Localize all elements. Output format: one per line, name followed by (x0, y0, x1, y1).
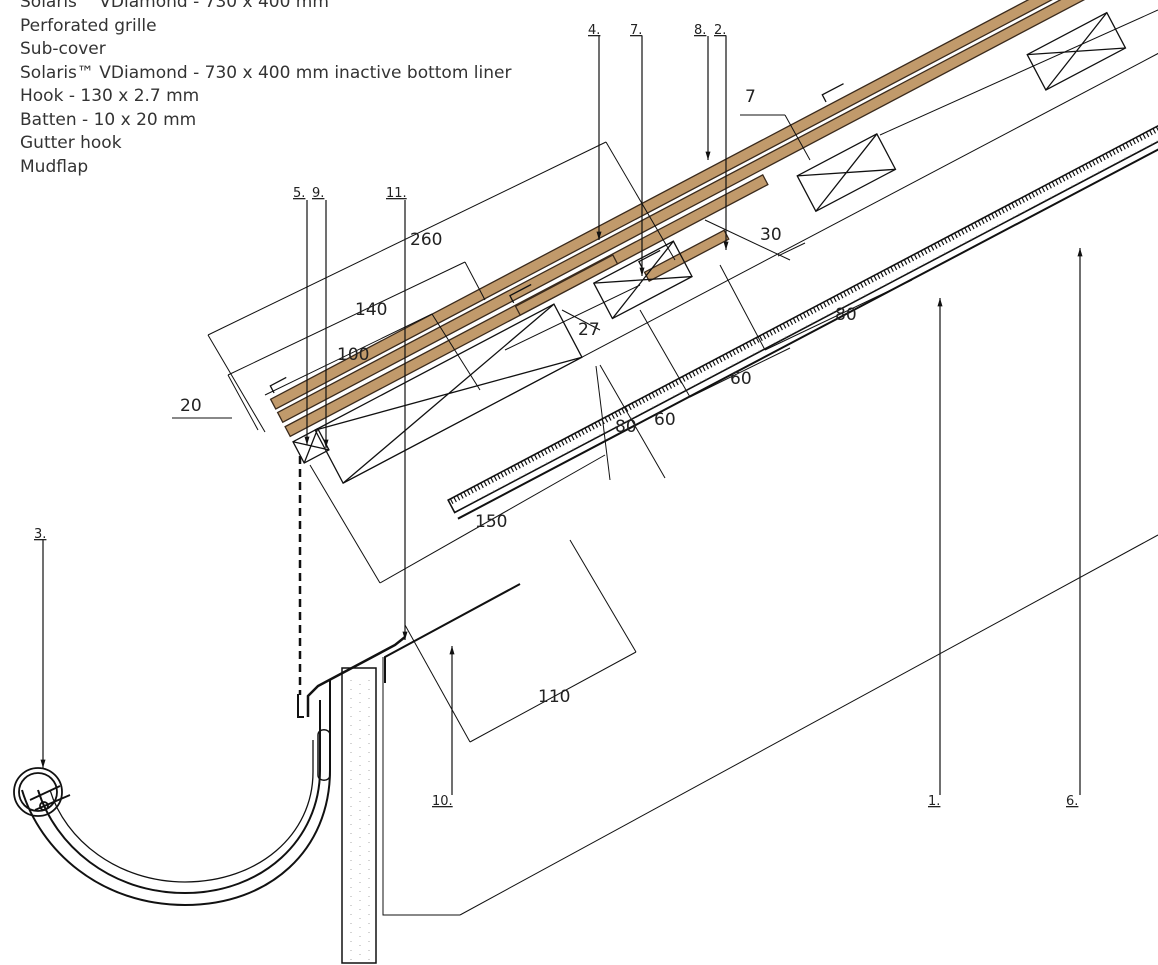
callout-1: 1. (928, 794, 940, 809)
guide-line (879, 9, 1158, 136)
dimension-20: 20 (180, 396, 202, 416)
dimension-60-upper: 60 (730, 369, 752, 389)
legend-item: Solaris™ VDiamond - 730 x 400 mm (20, 0, 329, 12)
callout-6: 6. (1066, 794, 1078, 809)
dimension-110: 110 (538, 687, 570, 707)
dimension-80-upper: 80 (835, 305, 857, 325)
dim-line-140 (227, 261, 466, 376)
legend: Solaris™ VDiamond - 730 x 400 mm Perfora… (20, 0, 511, 179)
dimension-100: 100 (337, 345, 369, 365)
legend-item: Solaris™ VDiamond - 730 x 400 mm inactiv… (20, 62, 512, 83)
legend-item: Mudflap (20, 156, 89, 177)
dim-line-80-60 (599, 364, 666, 479)
callout-4: 4. (588, 23, 600, 38)
gutter-inner (49, 740, 314, 883)
dimension-260: 260 (410, 230, 442, 250)
roof-tile-top (269, 0, 1158, 410)
gutter-body (37, 700, 321, 895)
tile-clip (269, 376, 287, 394)
dimension-140: 140 (355, 300, 387, 320)
sub-cover-dots (471, 96, 1158, 503)
dimension-27: 27 (578, 320, 600, 340)
dimension-7: 7 (745, 87, 756, 107)
batten-2 (592, 240, 693, 320)
gutter-hook (21, 680, 331, 907)
rafter-end (384, 583, 521, 683)
drip-edge (306, 636, 406, 717)
dim-line-80-upper (764, 279, 913, 351)
callout-3: 3. (34, 527, 46, 542)
gutter-clip (317, 729, 331, 781)
sub-cover-line (457, 102, 1158, 520)
legend-item: Sub-cover (20, 39, 106, 59)
dim-line-27 (561, 309, 601, 331)
legend-item: Gutter hook (20, 133, 122, 153)
rafter-bottom-line (459, 534, 1158, 916)
batten-4 (1026, 11, 1127, 91)
dimension-80-lower: 80 (615, 417, 637, 437)
dimension-60-middle: 60 (654, 410, 676, 430)
callout-7: 7. (630, 23, 642, 38)
dimension-30: 30 (760, 225, 782, 245)
guide-line (504, 284, 641, 351)
callout-10: 10. (432, 794, 453, 809)
callout-11: 11. (386, 186, 407, 201)
legend-item: Hook - 130 x 2.7 mm (20, 86, 200, 106)
batten-3 (796, 133, 897, 213)
legend-item: Batten - 10 x 20 mm (20, 109, 197, 130)
sub-cover-band (447, 79, 1158, 514)
roof-tile-stagger-1 (514, 254, 619, 317)
legend-item: Perforated grille (20, 15, 157, 36)
callout-5: 5. (293, 186, 305, 201)
batten-eave (292, 427, 330, 464)
dim-line-100 (264, 313, 433, 396)
tile-clip (821, 83, 844, 103)
gutter-bead (13, 767, 71, 817)
rafter-top-line (342, 27, 1158, 484)
dim-line-30 (704, 219, 791, 261)
fascia-board (341, 667, 377, 964)
dimension-150: 150 (475, 512, 507, 532)
tile-clip (509, 283, 532, 304)
drip-edge-tab (297, 694, 304, 718)
dim-line-150 (379, 454, 606, 584)
dim-line-260 (207, 141, 607, 336)
callout-9: 9. (312, 186, 324, 201)
callout-8: 8. (694, 23, 706, 38)
callout-2: 2. (714, 23, 726, 38)
wall-outline (382, 657, 460, 916)
dim-line-60-upper (689, 347, 791, 398)
roof-tile-middle (276, 0, 1158, 424)
dim-line-110 (469, 651, 637, 743)
